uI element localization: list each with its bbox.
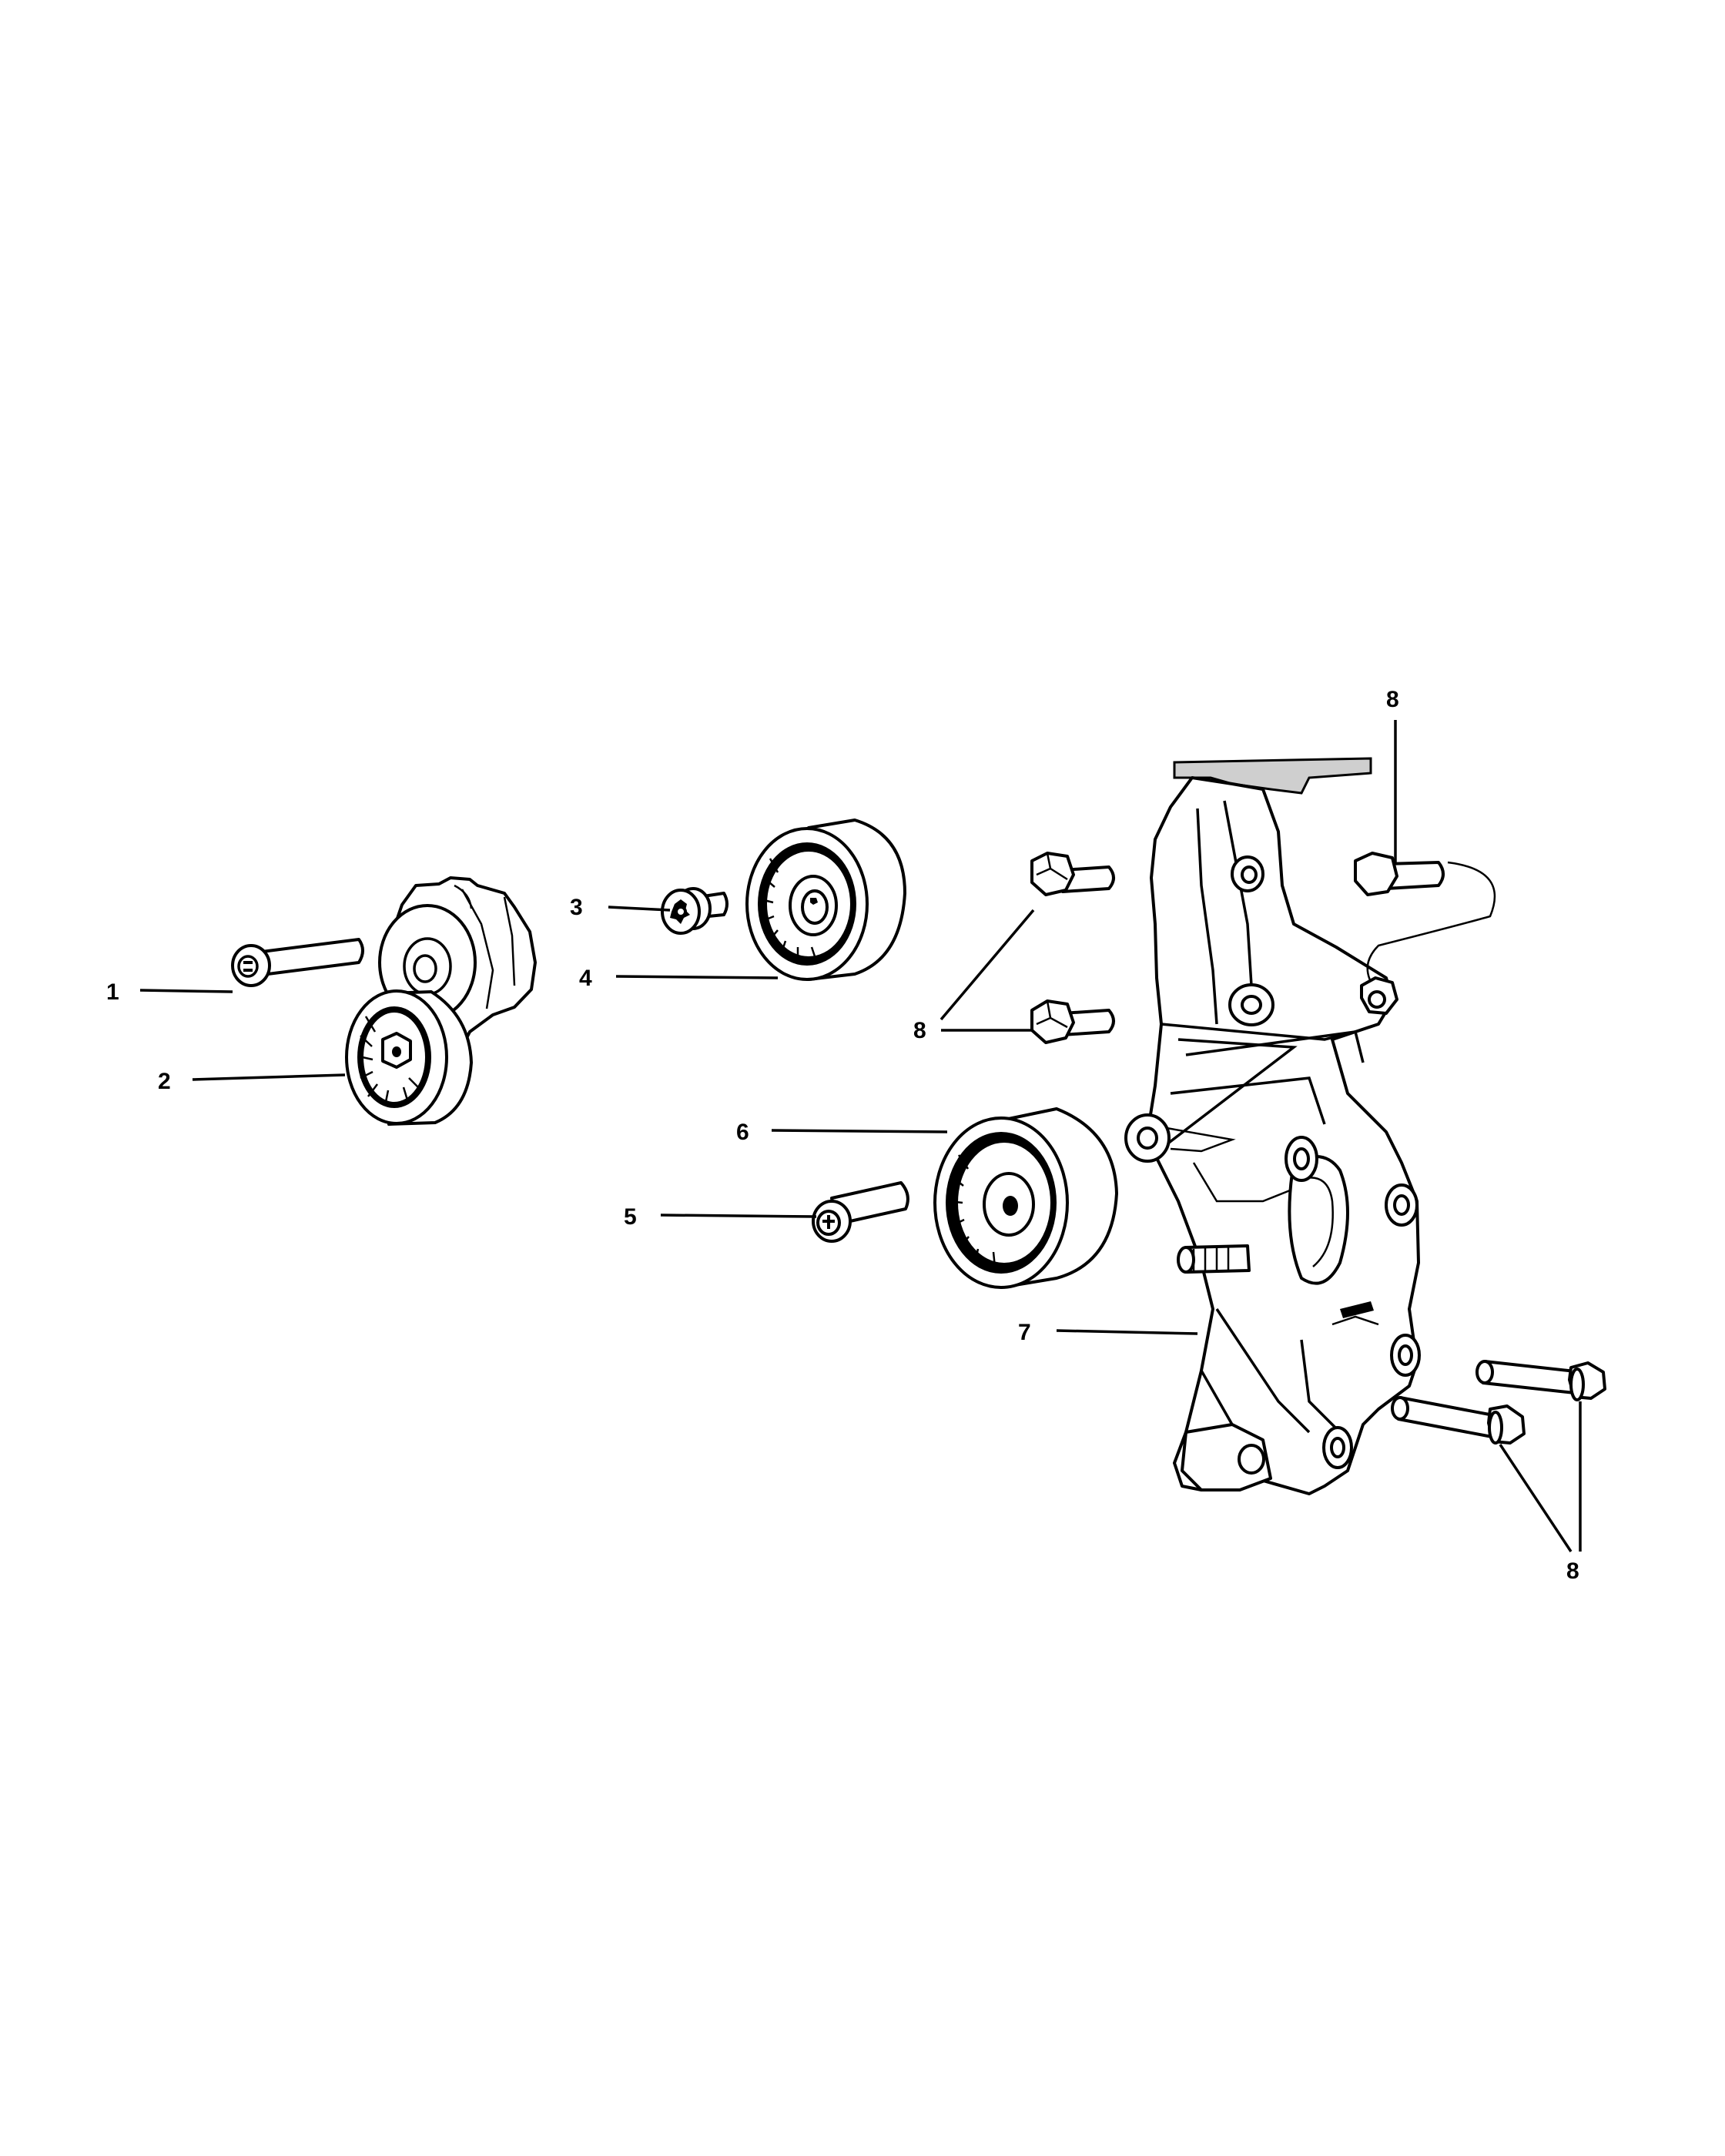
callout-7: 7	[1018, 1320, 1031, 1345]
leader-1	[139, 989, 233, 993]
callout-8-top: 8	[1386, 687, 1399, 712]
part-4-idler-pulley	[745, 819, 906, 981]
leader-7	[1056, 1329, 1198, 1335]
part-2-belt-tensioner	[345, 876, 537, 1126]
callout-6: 6	[736, 1120, 749, 1145]
leader-8-bottom-a	[1499, 1444, 1573, 1552]
part-5-pulley-bolt	[812, 1181, 909, 1243]
part-8-bracket-bolt-middle-left	[1030, 999, 1115, 1044]
callout-3: 3	[570, 895, 583, 920]
part-6-idler-pulley	[933, 1107, 1118, 1289]
callout-5: 5	[624, 1204, 637, 1230]
part-7-accessory-bracket	[1124, 757, 1421, 1495]
part-1-tensioner-bolt	[231, 938, 364, 987]
part-8-bracket-bolt-upper-right	[1354, 852, 1496, 983]
leader-lines	[139, 720, 1582, 1552]
leader-4	[615, 975, 779, 979]
part-8-bracket-bolt-lower-right-2	[1475, 1360, 1606, 1401]
callout-1: 1	[106, 979, 119, 1005]
part-8-bracket-bolt-upper-left	[1030, 852, 1115, 896]
callout-8-bottom: 8	[1566, 1558, 1579, 1584]
callout-4: 4	[579, 966, 592, 991]
part-3-pulley-bolt	[661, 887, 729, 935]
leader-2	[192, 1073, 346, 1081]
callout-8-left: 8	[913, 1018, 926, 1043]
leader-5	[660, 1214, 817, 1218]
part-8-bracket-bolt-lower-right-1	[1391, 1396, 1526, 1445]
callout-2: 2	[158, 1069, 171, 1094]
leader-6	[771, 1129, 948, 1133]
leader-3	[608, 906, 671, 912]
leader-8-left-a	[940, 909, 1035, 1021]
